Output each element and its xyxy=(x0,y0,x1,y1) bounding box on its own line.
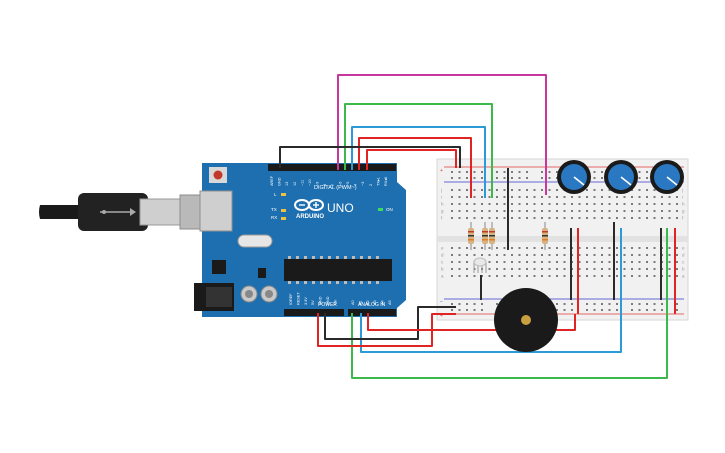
potentiometer[interactable] xyxy=(604,160,638,194)
pin-label: Vin xyxy=(333,300,337,305)
wires[interactable] xyxy=(279,74,676,379)
resistor[interactable] xyxy=(542,222,548,250)
pin-label: 4 xyxy=(354,184,358,186)
row-letter: i xyxy=(682,195,683,200)
row-letter: j xyxy=(440,188,442,193)
wire-black[interactable] xyxy=(324,306,456,340)
regulator xyxy=(212,260,226,274)
pin-label: GND xyxy=(326,296,330,305)
row-letter: c xyxy=(441,260,444,265)
row-letter: j xyxy=(681,188,683,193)
usb-port xyxy=(199,190,233,232)
row-letter: e xyxy=(682,246,685,251)
crystal xyxy=(237,234,273,248)
on-label: ON xyxy=(386,207,393,212)
row-letter: d xyxy=(441,253,444,258)
pin-label: 2 xyxy=(369,184,373,186)
tx-label: TX xyxy=(271,207,277,212)
power-label: POWER xyxy=(318,302,337,308)
resistor[interactable] xyxy=(468,222,474,250)
analog-label: ANALOG IN xyxy=(358,302,386,308)
pin-label: AREF xyxy=(270,175,274,186)
row-letter: b xyxy=(682,267,685,272)
reset-button[interactable] xyxy=(209,167,227,183)
l-label: L xyxy=(274,192,277,197)
row-letter: f xyxy=(441,216,443,221)
brand-label: ARDUINO xyxy=(296,214,324,220)
pin-label: 5V xyxy=(311,300,315,305)
row-letter: h xyxy=(441,202,444,207)
row-letter: d xyxy=(682,253,685,258)
pin-label: ~6 xyxy=(338,182,342,186)
pin-label: IOREF xyxy=(289,293,293,305)
pin-label: ~5 xyxy=(346,182,350,186)
row-letter: e xyxy=(441,246,444,251)
atmega-chip xyxy=(284,259,392,281)
wire-blue[interactable] xyxy=(351,126,486,198)
pin-label: ~11 xyxy=(300,180,304,186)
wire-black[interactable] xyxy=(279,146,461,168)
pin-label: A3 xyxy=(373,300,377,305)
row-letter: h xyxy=(682,202,685,207)
row-letter: a xyxy=(441,274,444,279)
rail-plus-label-bottom: + xyxy=(440,313,443,319)
arduino-uno-board[interactable]: TX RX L ON DIGITAL (PWM~) ARDUINO UNO PO… xyxy=(194,163,406,317)
digital-label: DIGITAL (PWM~) xyxy=(314,185,357,191)
wire-red[interactable] xyxy=(367,313,496,331)
pin-label: A0 xyxy=(351,300,355,305)
pin-label: ~3 xyxy=(361,182,365,186)
wire-red[interactable] xyxy=(317,313,456,347)
model-label: UNO xyxy=(327,201,354,215)
row-letter: g xyxy=(682,209,685,214)
wire-red[interactable] xyxy=(358,137,472,198)
pin-label: 7 xyxy=(331,184,335,186)
rail-minus-label: − xyxy=(440,299,443,305)
pin-label: TX▸1 xyxy=(376,177,380,186)
pin-label: ~10 xyxy=(308,180,312,186)
pin-label: GND xyxy=(319,296,323,305)
pin-label: RX◂0 xyxy=(384,177,388,186)
pin-label: A1 xyxy=(358,300,362,305)
row-letter: c xyxy=(682,260,685,265)
pin-label: RESET xyxy=(296,292,300,305)
row-letter: i xyxy=(441,195,442,200)
row-letter: a xyxy=(682,274,685,279)
resistor[interactable] xyxy=(482,222,488,250)
pin-label: 8 xyxy=(323,184,327,186)
rgb-led[interactable] xyxy=(473,257,487,273)
row-letter: b xyxy=(441,267,444,272)
wire-green[interactable] xyxy=(344,103,493,198)
rx-label: RX xyxy=(271,215,277,220)
row-letter: g xyxy=(441,209,444,214)
row-letter: f xyxy=(682,216,684,221)
pin-label: ~9 xyxy=(316,182,320,186)
pin-label: 12 xyxy=(293,182,297,186)
pin-label: 13 xyxy=(285,182,289,186)
pin-label: 3.3V xyxy=(304,297,308,305)
power-jack xyxy=(194,283,234,311)
piezo-buzzer[interactable] xyxy=(494,288,558,352)
potentiometer[interactable] xyxy=(650,160,684,194)
wire-magenta[interactable] xyxy=(337,74,547,195)
potentiometer[interactable] xyxy=(557,160,591,194)
rail-plus-label: + xyxy=(440,168,443,174)
pin-label: A5 xyxy=(388,300,392,305)
resistor[interactable] xyxy=(489,222,495,250)
pin-label: A4 xyxy=(381,300,385,305)
wire-blue[interactable] xyxy=(360,228,622,353)
wire-red[interactable] xyxy=(366,149,457,170)
arduino-logo-icon xyxy=(294,199,324,211)
usb-icon xyxy=(100,208,136,216)
pin-label: GND xyxy=(278,177,282,186)
pin-label: A2 xyxy=(366,300,370,305)
